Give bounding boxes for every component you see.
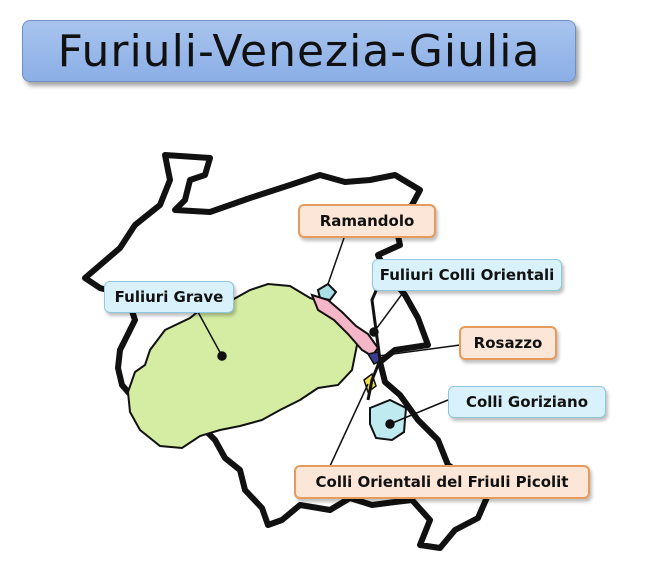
region-outline — [82, 152, 491, 551]
label-goriziano: Colli Goriziano — [448, 386, 606, 418]
pointer-grave — [197, 311, 223, 357]
pointer-colli-orientali — [373, 289, 406, 333]
pointer-ramandolo — [327, 237, 345, 285]
label-rosazzo: Rosazzo — [459, 326, 557, 360]
pointer-rosazzo — [377, 344, 461, 357]
interior-border — [366, 269, 387, 401]
pointer-picolit — [329, 383, 369, 467]
map-title: Furiuli-Venezia-Giulia — [57, 25, 541, 77]
title-banner: Furiuli-Venezia-Giulia — [22, 20, 576, 82]
pointer-colli-orientali-dot — [369, 327, 379, 337]
label-picolit: Colli Orientali del Friuli Picolit — [294, 465, 590, 499]
pointer-grave-dot — [217, 351, 227, 361]
pointer-goriziano-dot — [385, 419, 395, 429]
label-colli-orientali: Fuliuri Colli Orientali — [372, 259, 562, 291]
pointer-goriziano — [389, 399, 449, 425]
label-grave: Fuliuri Grave — [104, 281, 234, 313]
label-ramandolo: Ramandolo — [298, 204, 436, 238]
